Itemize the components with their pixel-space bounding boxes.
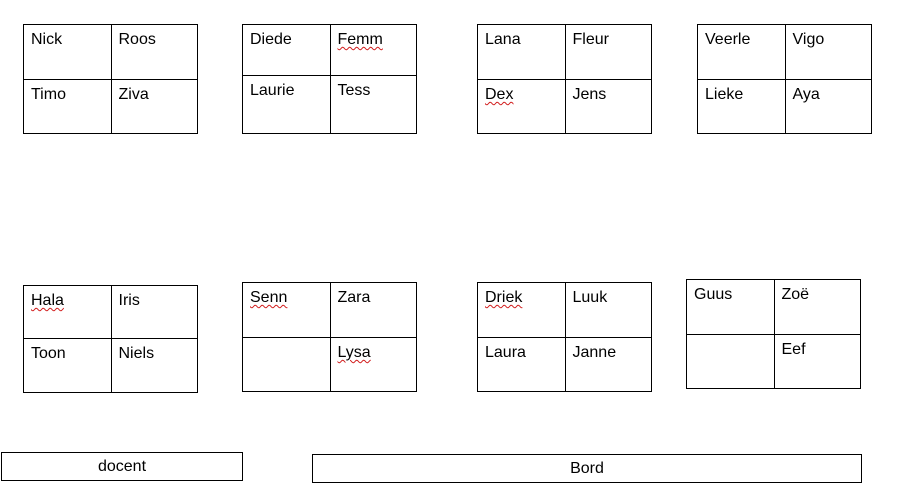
seat-cell[interactable]: Diede: [250, 31, 292, 48]
seating-table-7: Driek Luuk Laura Janne: [477, 282, 652, 392]
seat-cell[interactable]: Senn: [243, 283, 330, 337]
seat-cell[interactable]: Roos: [110, 25, 198, 79]
seat-cell[interactable]: Janne: [564, 338, 652, 391]
table-row: Toon Niels: [24, 338, 197, 392]
table-row: Lana Fleur: [478, 25, 651, 79]
seat-cell[interactable]: Laura: [485, 344, 526, 361]
table-row: Laura Janne: [478, 337, 651, 391]
seat-cell[interactable]: Zara: [329, 283, 417, 337]
seat-cell[interactable]: Fleur: [564, 25, 652, 79]
seat-cell[interactable]: Hala: [24, 286, 111, 338]
seating-table-3: Lana Fleur Dex Jens: [477, 24, 652, 134]
table-row: Diede Femm: [243, 25, 416, 75]
seating-table-4: Veerle Vigo Lieke Aya: [697, 24, 872, 134]
spellcheck-name: Senn: [250, 289, 288, 306]
table-row: Eef: [687, 334, 860, 388]
seat-cell[interactable]: Dex: [478, 80, 565, 133]
seat-cell[interactable]: Nick: [31, 31, 63, 48]
seat-cell[interactable]: Driek: [478, 283, 565, 337]
seat-cell[interactable]: Toon: [31, 345, 66, 362]
seat-cell-empty[interactable]: [687, 335, 774, 388]
board-label: Bord: [570, 459, 604, 477]
seat-cell[interactable]: Lysa: [329, 338, 417, 391]
table-row: Dex Jens: [478, 79, 651, 133]
table-row: Veerle Vigo: [698, 25, 871, 79]
seat-cell[interactable]: Niels: [110, 339, 198, 392]
seat-cell[interactable]: Luuk: [564, 283, 652, 337]
seat-cell[interactable]: Jens: [564, 80, 652, 133]
seating-table-1: Nick Roos Timo Ziva: [23, 24, 198, 134]
seat-cell[interactable]: Zoë: [773, 280, 861, 334]
seat-cell[interactable]: Laurie: [250, 82, 295, 99]
seat-cell[interactable]: Vigo: [784, 25, 872, 79]
table-row: Hala Iris: [24, 286, 197, 338]
seat-cell[interactable]: Guus: [694, 286, 733, 303]
table-row: Lysa: [243, 337, 416, 391]
table-row: Guus Zoë: [687, 280, 860, 334]
spellcheck-name: Femm: [337, 31, 383, 48]
seat-cell[interactable]: Lieke: [705, 86, 744, 103]
seat-cell[interactable]: Tess: [329, 76, 417, 133]
teacher-desk-label: docent: [97, 457, 147, 475]
table-row: Timo Ziva: [24, 79, 197, 133]
seat-cell[interactable]: Veerle: [705, 31, 751, 48]
seat-cell-empty[interactable]: [243, 338, 330, 391]
seat-cell[interactable]: Timo: [31, 86, 66, 103]
table-row: Nick Roos: [24, 25, 197, 79]
spellcheck-name: Driek: [485, 289, 523, 306]
seat-cell[interactable]: Iris: [110, 286, 198, 338]
seating-table-5: Hala Iris Toon Niels: [23, 285, 198, 393]
seating-table-6: Senn Zara Lysa: [242, 282, 417, 392]
table-row: Laurie Tess: [243, 75, 416, 133]
spellcheck-name: Hala: [31, 292, 64, 309]
seat-cell[interactable]: Lana: [485, 31, 521, 48]
table-row: Senn Zara: [243, 283, 416, 337]
seat-cell[interactable]: Femm: [329, 25, 417, 75]
board-box: Bord: [312, 454, 862, 483]
table-row: Driek Luuk: [478, 283, 651, 337]
seat-cell[interactable]: Aya: [784, 80, 872, 133]
seating-table-8: Guus Zoë Eef: [686, 279, 861, 389]
seat-cell[interactable]: Eef: [773, 335, 861, 388]
spellcheck-name: Dex: [485, 86, 514, 103]
spellcheck-name: Lysa: [337, 344, 371, 361]
teacher-desk-box: docent: [1, 452, 243, 481]
seating-table-2: Diede Femm Laurie Tess: [242, 24, 417, 134]
seat-cell[interactable]: Ziva: [110, 80, 198, 133]
table-row: Lieke Aya: [698, 79, 871, 133]
